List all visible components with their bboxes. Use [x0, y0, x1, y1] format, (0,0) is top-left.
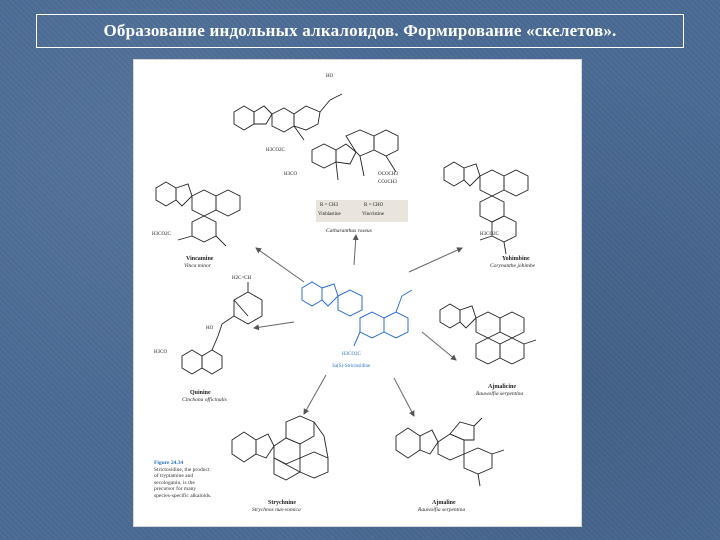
vincamine-group: H3CO2C [152, 232, 171, 237]
vinca-r2: R = CHO [364, 203, 384, 208]
vincamine-source: Vinca minor [184, 263, 211, 269]
reaction-arrows [253, 234, 463, 417]
vinca-ococh3: OCOCH3 [378, 172, 399, 177]
strictosidine-name: 3α(S)-Strictosidine [332, 364, 371, 369]
figure-drawing [155, 93, 537, 487]
vinca-h3co2c: H3CO2C [266, 148, 285, 153]
quinine-h2c: H2C=CH [232, 276, 252, 281]
yohimbine-structure [443, 161, 529, 255]
figure-caption: Figure 24.34 Strictosidine, the product … [154, 460, 212, 499]
quinine-source: Cinchona officinalis [182, 397, 227, 403]
yohimbine-group: H3CO2C [480, 232, 499, 237]
vinca-variant-box [316, 200, 408, 222]
strictosidine-structure [301, 281, 413, 347]
alkaloid-figure: R = CH3 R = CHO Vinblastine Vincristine … [133, 59, 582, 527]
vinblastine-structure [233, 93, 399, 181]
ajmaline-name: Ajmaline [432, 500, 456, 506]
slide-title: Образование индольных алкалоидов. Формир… [103, 21, 617, 40]
ajmaline-source: Rauwolfia serpentina [418, 507, 466, 513]
yohimbine-name: Yohimbine [502, 256, 530, 262]
quinine-name: Quinine [190, 390, 211, 396]
vinca-name1: Vinblastine [318, 212, 341, 217]
vinca-r1: R = CH3 [320, 203, 339, 208]
strychnine-structure [231, 415, 329, 481]
ajmalicine-source: Rauwolfia serpentina [476, 391, 524, 397]
ajmalicine-structure [439, 303, 537, 365]
vinca-co2ch3: CO2CH3 [378, 180, 397, 185]
ajmaline-structure [395, 417, 505, 487]
ajmalicine-name: Ajmalicine [488, 384, 516, 390]
vinca-name2: Vincristine [362, 212, 384, 217]
quinine-ho: HO [206, 326, 214, 331]
slide-title-box: Образование индольных алкалоидов. Формир… [36, 14, 684, 48]
vincamine-name: Vincamine [186, 256, 214, 262]
quinine-group: H3CO [154, 350, 168, 355]
vinca-h3co: H3CO [284, 172, 298, 177]
figure-caption-body: Strictosidine, the product of tryptamine… [154, 466, 212, 499]
yohimbine-source: Corynanthe johimbe [490, 263, 536, 269]
vinca-ho: HO [326, 74, 334, 79]
quinine-structure [181, 282, 263, 375]
strictosidine-group: H3CO2C [342, 352, 361, 357]
vincamine-structure [155, 181, 241, 247]
vinca-source: Catharanthus roseus [326, 228, 372, 234]
strychnine-source: Strychnos nux-vomica [252, 507, 301, 513]
figure-caption-label: Figure 24.34 [154, 460, 184, 466]
strychnine-name: Strychnine [268, 500, 297, 506]
